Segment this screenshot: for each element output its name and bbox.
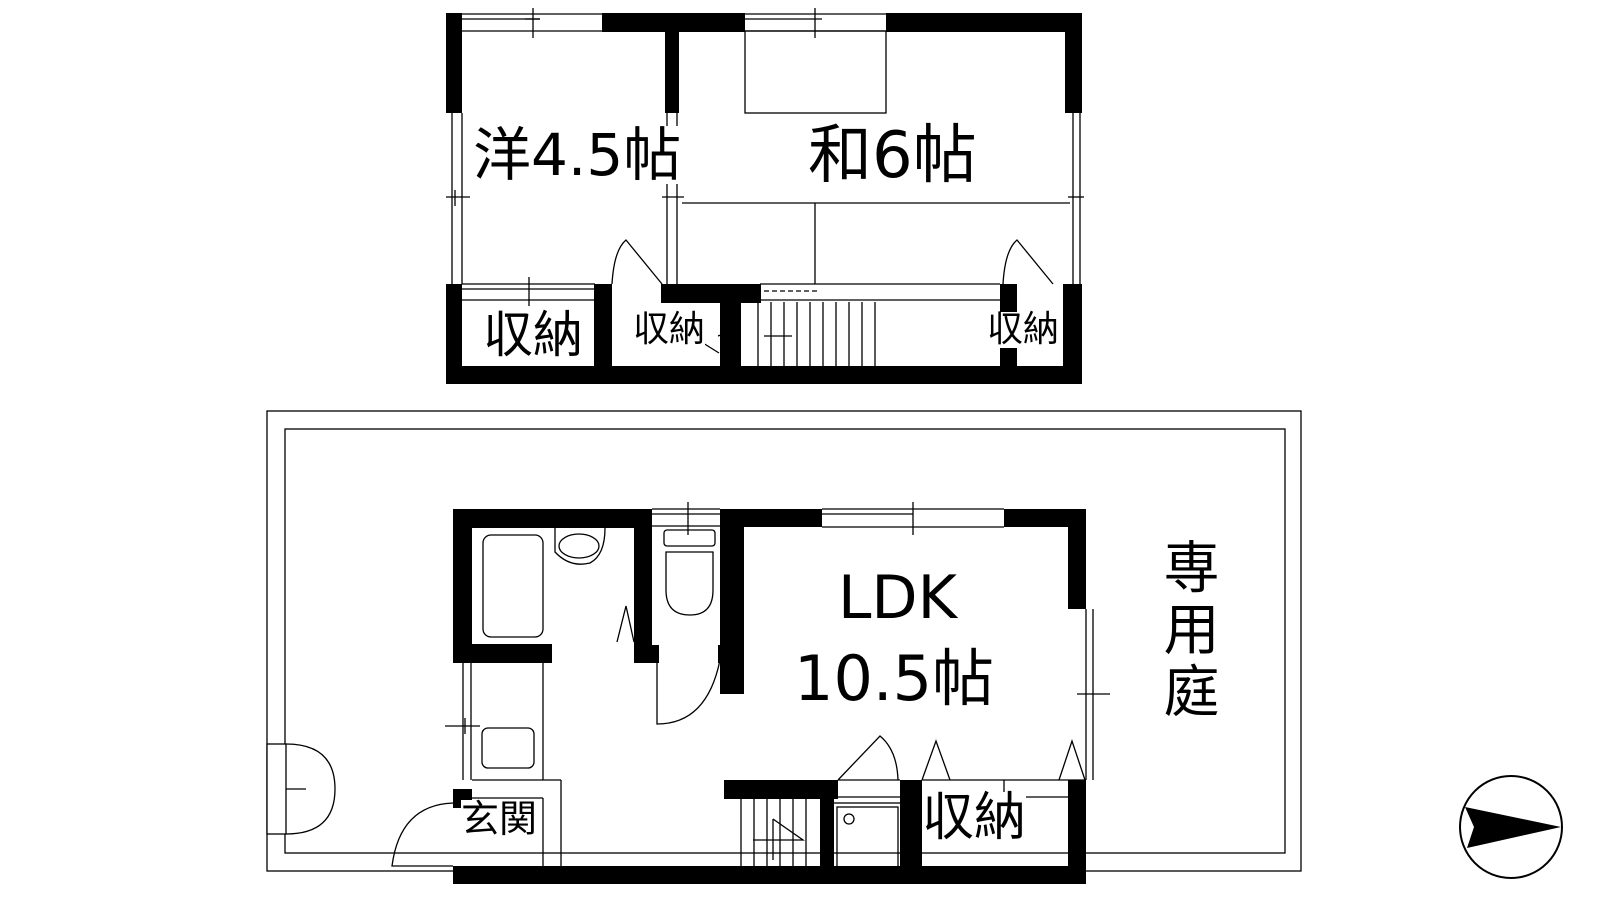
room-label-ldk-size: 10.5帖 [794,642,995,715]
upper-walls [446,13,1082,384]
room-label-japanese: 和6帖 [808,119,977,193]
upper-floor-outline [446,8,1084,375]
garden-inner-boundary [284,428,1286,854]
room-label-storage: 収納 [922,788,1027,848]
room-label-storage-b: 収納 [633,309,706,350]
room-label-storage-a: 収納 [483,306,583,364]
site-boundary [266,410,1302,872]
room-label-western: 洋4.5帖 [473,121,682,189]
upper-stairs [694,302,876,375]
room-label-storage-c: 収納 [987,309,1060,350]
north-arrow-icon [1459,775,1563,879]
room-label-entrance: 玄関 [461,797,538,841]
room-label-ldk: LDK [838,563,957,633]
garden-label: 専用庭 [1154,538,1219,724]
lower-walls [453,509,1086,884]
